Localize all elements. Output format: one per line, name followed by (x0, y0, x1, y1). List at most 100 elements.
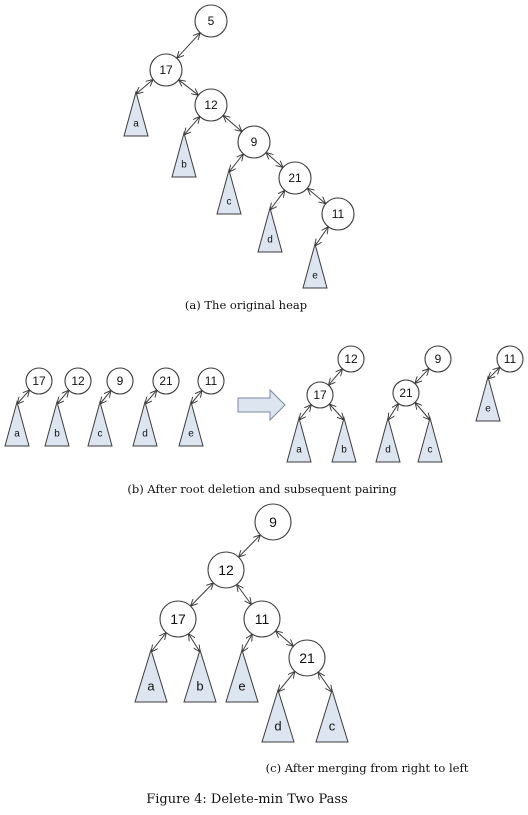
node-key: 12 (71, 374, 85, 388)
edge-c-c12-c17 (191, 583, 214, 606)
subtree-a-c: c (216, 168, 242, 215)
heap-node-a-12: 12 (194, 88, 228, 122)
node-key: 21 (288, 171, 302, 185)
node-circle (243, 600, 281, 638)
subtree-a-d: d (257, 206, 283, 253)
subtree-label: b (341, 444, 347, 455)
subtree-label: c (329, 719, 336, 734)
subtree-label: c (227, 196, 232, 207)
edge-b-r21-rc (415, 402, 430, 420)
edges-layer (17, 33, 500, 692)
node-circle (194, 88, 228, 122)
node-circle (288, 639, 326, 677)
node-circle (337, 345, 365, 373)
caption-b: (b) After root deletion and subsequent p… (127, 482, 397, 496)
subtree-triangle (257, 206, 283, 253)
heap-node-a-5: 5 (194, 4, 228, 38)
edge-b-r12-r17 (328, 369, 342, 385)
node-key: 11 (255, 611, 270, 627)
subtree-triangle (302, 242, 328, 289)
node-key: 9 (269, 514, 277, 530)
node-key: 11 (332, 207, 345, 221)
subtree-c-b: b (183, 648, 217, 703)
heap-node-b-12: 12 (64, 367, 92, 395)
subtree-b-c: c (417, 416, 443, 463)
heap-node-c-21: 21 (288, 639, 326, 677)
node-circle (197, 367, 225, 395)
node-circle (25, 367, 53, 395)
edge-c-c21-cd (278, 671, 295, 692)
subtree-triangle (134, 648, 168, 703)
node-key: 12 (344, 352, 358, 366)
edge-b-r11-re (488, 367, 500, 379)
subtree-triangle (171, 131, 197, 178)
node-key: 21 (399, 386, 413, 400)
subtree-b-e: e (475, 375, 501, 422)
subtree-triangle (178, 400, 204, 447)
edge-a-n12-n9 (223, 115, 242, 131)
subtree-triangle (216, 168, 242, 215)
edge-a-n5-n17 (177, 33, 200, 58)
subtree-label: d (385, 444, 391, 455)
heap-node-b-12: 12 (337, 345, 365, 373)
edge-c-c21-cc (318, 672, 332, 692)
edge-a-n21-td (270, 190, 285, 210)
subtree-triangle (375, 416, 401, 463)
subtree-c-a: a (134, 648, 168, 703)
subtree-triangle (331, 416, 357, 463)
subtree-b-a: a (4, 400, 30, 447)
edge-c-c12-c11 (237, 585, 252, 605)
subtree-label: e (188, 428, 194, 439)
subtree-a-b: b (171, 131, 197, 178)
subtree-c-e: e (225, 648, 259, 703)
subtree-label: b (54, 428, 60, 439)
heap-node-a-17: 17 (149, 53, 183, 87)
subtree-triangle (475, 375, 501, 422)
figure-title: Figure 4: Delete-min Two Pass (146, 792, 348, 807)
heap-node-b-21: 21 (152, 367, 180, 395)
edge-a-n21-n11 (307, 188, 325, 203)
heap-node-a-21: 21 (278, 161, 312, 195)
subtree-label: e (238, 679, 245, 694)
subtree-b-b: b (44, 400, 70, 447)
caption-c: (c) After merging from right to left (266, 761, 469, 775)
subtree-b-a: a (286, 416, 312, 463)
node-circle (254, 503, 292, 541)
edge-a-n17-n12 (179, 80, 199, 95)
node-key: 17 (159, 63, 173, 77)
subtree-c-d: d (261, 688, 295, 743)
subtree-b-b: b (331, 416, 357, 463)
subtree-label: b (196, 679, 203, 694)
subtree-triangle (87, 400, 113, 447)
subtree-label: a (147, 679, 155, 694)
node-key: 21 (299, 650, 315, 666)
subtree-label: e (312, 270, 318, 281)
edge-c-c11-ce (242, 634, 252, 652)
subtree-a-a: a (123, 90, 149, 137)
subtree-a-e: e (302, 242, 328, 289)
edge-b-l11-le (191, 390, 202, 404)
node-circle (278, 161, 312, 195)
node-circle (392, 379, 420, 407)
node-circle (152, 367, 180, 395)
subtree-label: a (296, 444, 302, 455)
edge-b-l9-lc (100, 390, 111, 404)
edge-b-l12-lb (57, 390, 69, 404)
node-circle (321, 197, 355, 231)
subtree-c-c: c (315, 688, 349, 743)
edge-b-l21-ld (145, 390, 157, 404)
subtree-triangle (123, 90, 149, 137)
heap-node-b-9: 9 (106, 367, 134, 395)
subtree-triangle (44, 400, 70, 447)
node-key: 9 (251, 135, 258, 149)
subtree-label: a (133, 118, 139, 129)
subtree-triangle (132, 400, 158, 447)
node-key: 5 (208, 14, 215, 28)
heap-node-b-17: 17 (306, 381, 334, 409)
edge-b-r21-rd (388, 404, 398, 420)
subtree-label: d (267, 234, 273, 245)
subtree-label: a (14, 428, 20, 439)
edge-a-n12-tb (184, 117, 200, 135)
edge-b-r9-r21 (415, 368, 429, 383)
